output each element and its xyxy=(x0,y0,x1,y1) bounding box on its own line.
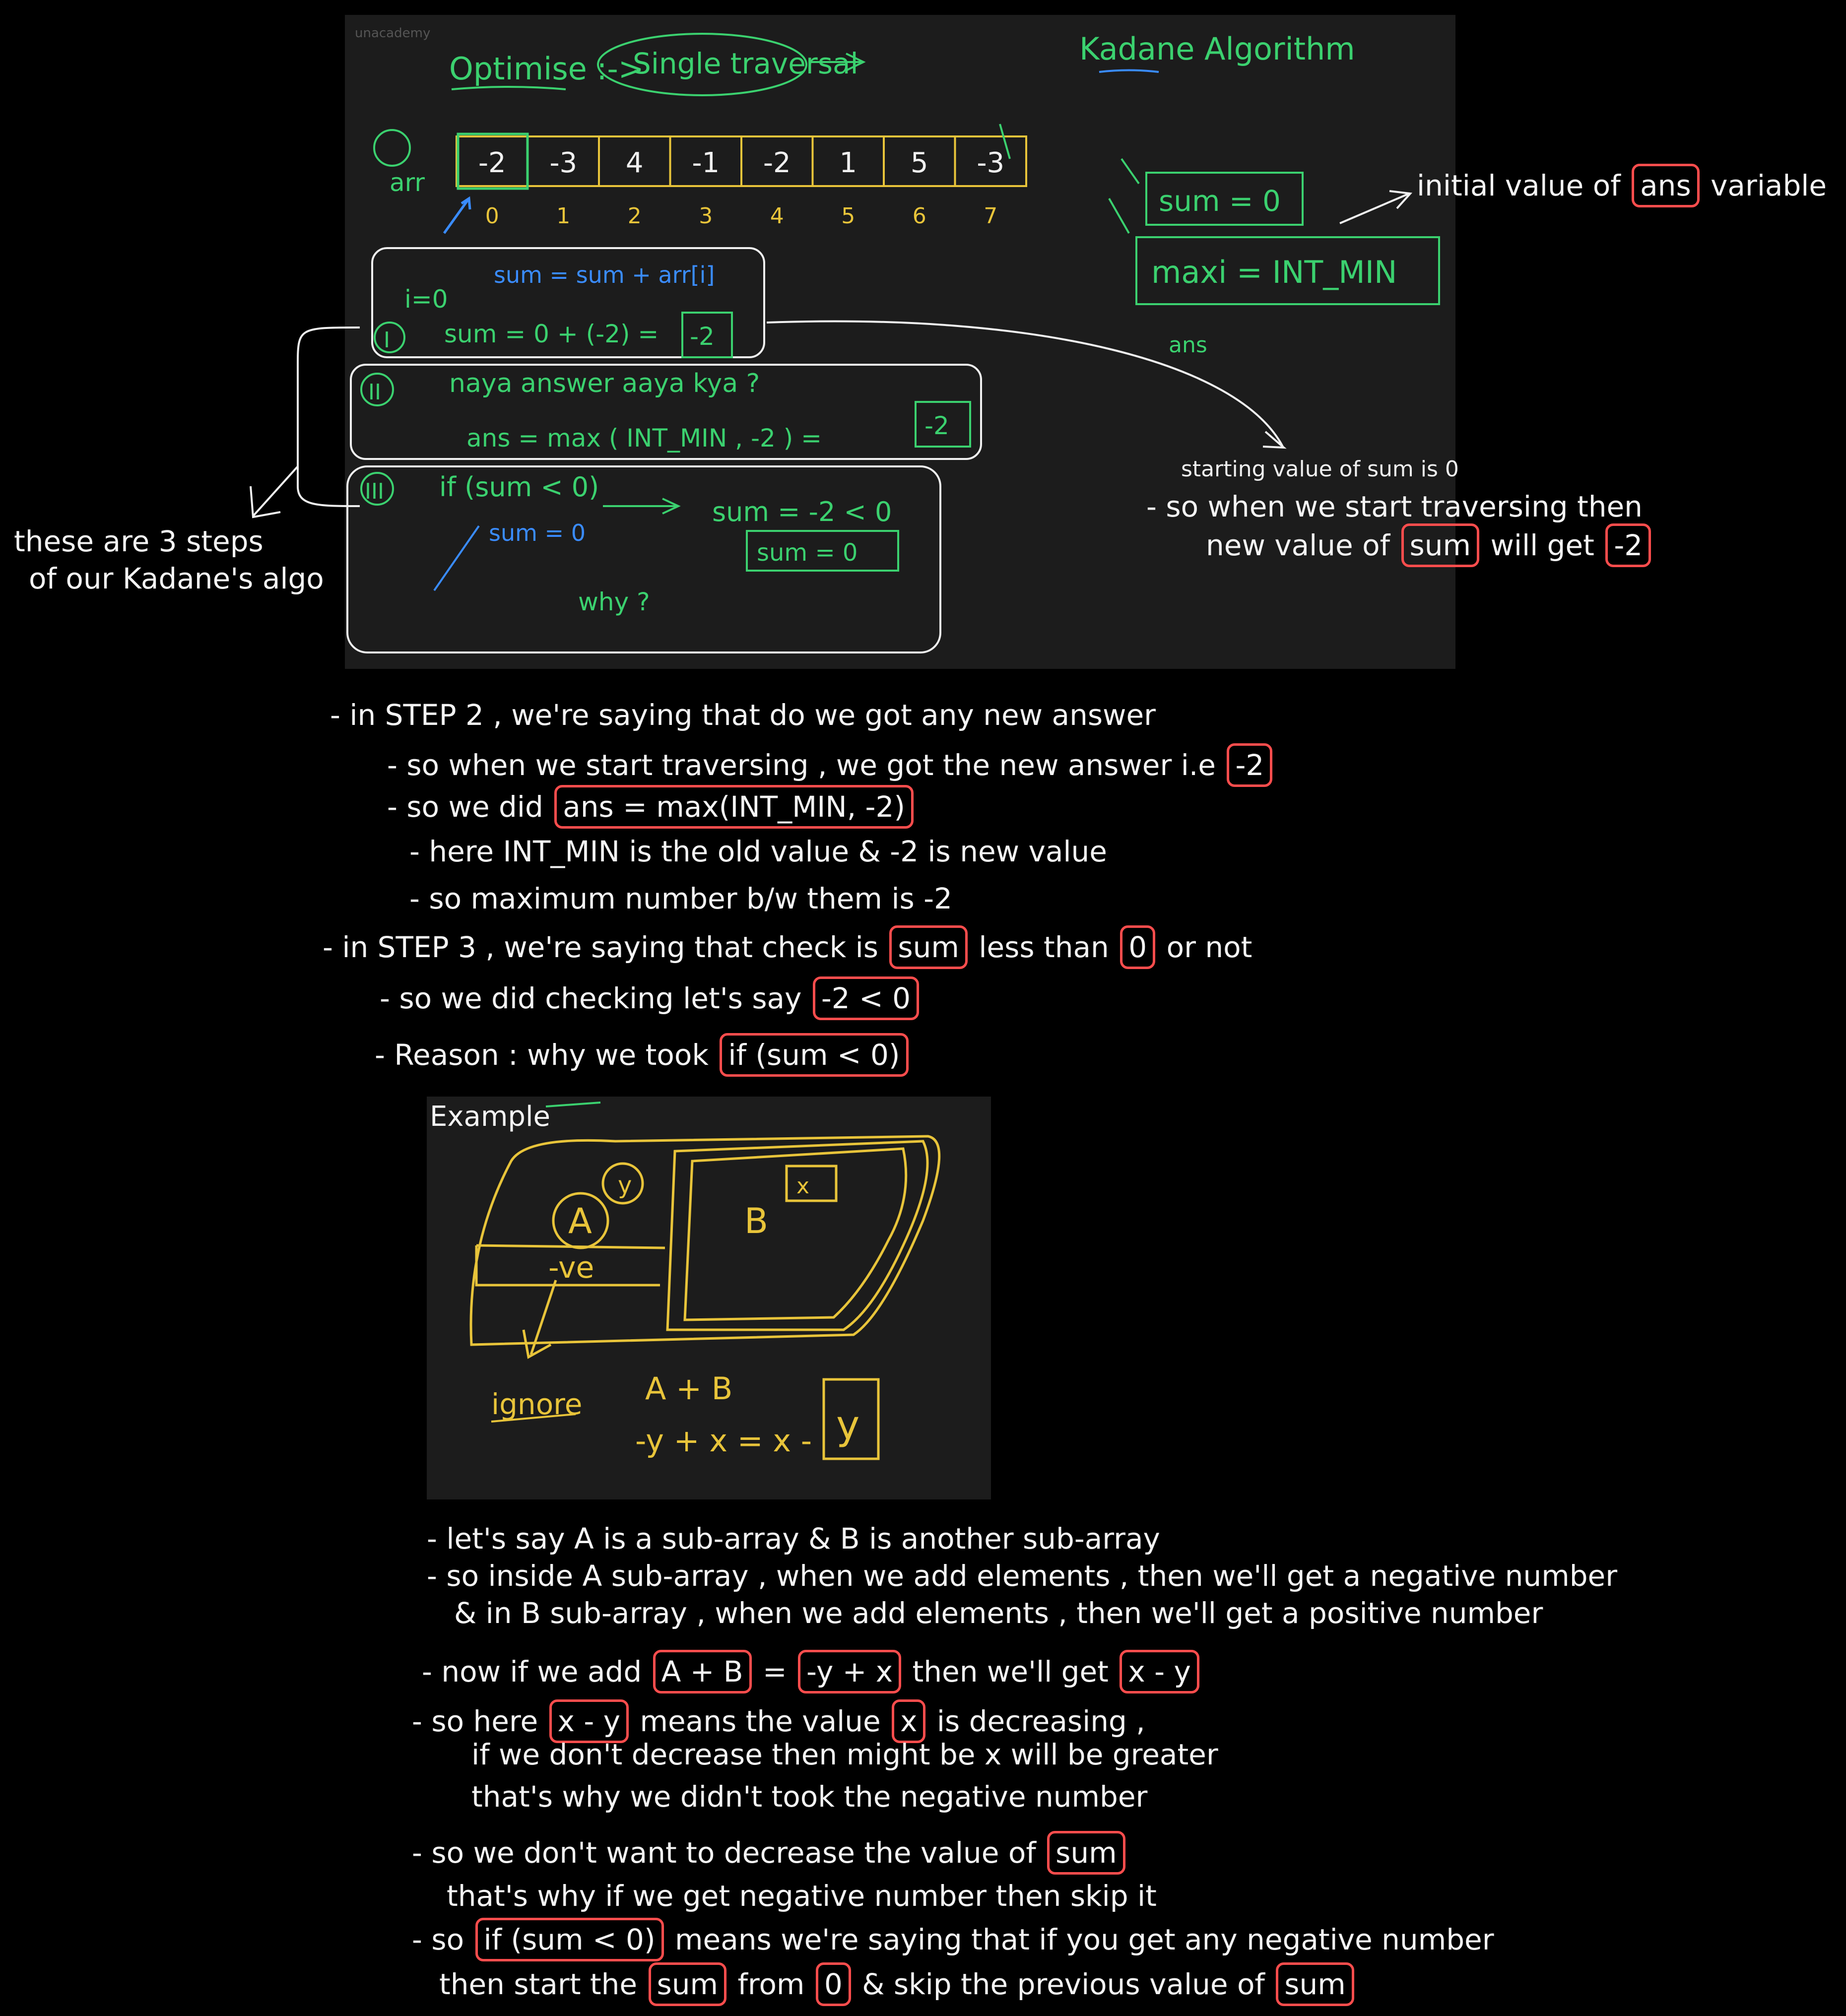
example-eq-box: y xyxy=(836,1402,859,1448)
example-whiteboard: Example A y B x -ve ignore A + B -y + x … xyxy=(427,1097,991,1499)
array-index: 2 xyxy=(628,203,642,229)
single-traversal-ellipse xyxy=(597,33,807,96)
example-B: B xyxy=(744,1201,768,1241)
title-optimise: Optimise :-> xyxy=(449,51,644,87)
array-index: 1 xyxy=(556,203,570,229)
explain-line7: that's why we didn't took the negative n… xyxy=(471,1780,1148,1814)
example-ignore: ignore xyxy=(491,1387,582,1421)
example-drawing: A y B x -ve ignore A + B -y + x = x - y xyxy=(469,1102,941,1460)
lecture-drawing: Optimise :-> Single traversal Kadane Alg… xyxy=(346,31,1440,653)
step2-note-c: - here INT_MIN is the old value & -2 is … xyxy=(409,835,1107,868)
maxi-init-box xyxy=(1135,236,1440,305)
step2-note-d: - so maximum number b/w them is -2 xyxy=(409,882,952,915)
step3-check: sum = -2 < 0 xyxy=(712,496,892,527)
step2-heading: - in STEP 2 , we're saying that do we go… xyxy=(330,698,1156,732)
sum-init-box xyxy=(1145,172,1304,226)
array-value: -3 xyxy=(977,147,1004,179)
three-steps-line1: these are 3 steps xyxy=(14,524,264,558)
maxi-init: maxi = INT_MIN xyxy=(1151,254,1397,290)
step3-assign: sum = 0 xyxy=(489,520,586,546)
watermark: unacademy xyxy=(355,26,431,41)
step2-calc: ans = max ( INT_MIN , -2 ) = xyxy=(466,424,822,453)
example-eq-left: -y + x = x - xyxy=(635,1423,812,1459)
lecture-whiteboard: unacademy Optimise :-> Single traversal … xyxy=(345,15,1455,669)
array-cells: -2 -3 4 -1 -2 1 5 -3 0 1 2 3 4 5 6 7 xyxy=(456,135,1027,229)
array-value: 1 xyxy=(839,147,857,179)
step3-cond: if (sum < 0) xyxy=(439,471,599,503)
array-cell xyxy=(954,135,1027,187)
step2-note-a: - so when we start traversing , we got t… xyxy=(387,743,1274,787)
array-index: 6 xyxy=(913,203,926,229)
explain-line11: then start the sum from 0 & skip the pre… xyxy=(439,1962,1356,2006)
array-index: 7 xyxy=(984,203,997,229)
title-single-traversal: Single traversal xyxy=(633,47,858,80)
step1-box xyxy=(371,247,765,358)
explain-line5: - so here x - y means the value x is dec… xyxy=(412,1699,1145,1743)
explain-line2: - so inside A sub-array , when we add el… xyxy=(427,1559,1618,1593)
starting-sum-note: starting value of sum is 0 xyxy=(1181,456,1459,482)
explain-line8: - so we don't want to decrease the value… xyxy=(412,1831,1127,1875)
step2-result: -2 xyxy=(924,411,949,440)
step2-note-b: - so we did ans = max(INT_MIN, -2) xyxy=(387,785,916,829)
example-neg: -ve xyxy=(548,1250,594,1285)
explain-line4: - now if we add A + B = -y + x then we'l… xyxy=(422,1650,1201,1693)
arr-label: arr xyxy=(390,168,425,197)
traverse-note-1: - so when we start traversing then xyxy=(1146,490,1643,523)
example-A: A xyxy=(568,1201,592,1241)
example-aplusb: A + B xyxy=(645,1370,732,1407)
example-label: Example xyxy=(430,1101,550,1133)
initial-ans-note: initial value of ans variable xyxy=(1417,164,1827,207)
array-value: 4 xyxy=(626,147,644,179)
step1-calc: sum = 0 + (-2) = xyxy=(444,320,659,348)
step3-note-b: - Reason : why we took if (sum < 0) xyxy=(375,1033,911,1077)
step1-i0: i=0 xyxy=(404,285,448,314)
step3-box xyxy=(346,465,941,653)
example-x: x xyxy=(796,1173,809,1199)
explain-line1: - let's say A is a sub-array & B is anot… xyxy=(427,1522,1160,1556)
explain-line9: that's why if we get negative number the… xyxy=(447,1879,1157,1913)
step3-num: III xyxy=(365,479,384,504)
array-value: -1 xyxy=(692,147,720,179)
initial-ans-arrow xyxy=(1339,190,1413,224)
explain-line3: & in B sub-array , when we add elements … xyxy=(454,1596,1543,1630)
steps-bracket xyxy=(250,326,360,519)
step2-num: II xyxy=(368,380,381,405)
step1-formula: sum = sum + arr[i] xyxy=(494,261,715,288)
array-index: 0 xyxy=(485,203,499,229)
sum-init: sum = 0 xyxy=(1159,184,1281,218)
array-value: -2 xyxy=(478,147,506,179)
three-steps-line2: of our Kadane's algo xyxy=(29,562,324,595)
array-index: 4 xyxy=(770,203,784,229)
current-cell-highlight xyxy=(457,132,529,190)
traverse-note-2: new value of sum will get -2 xyxy=(1206,523,1653,567)
array-value: 5 xyxy=(911,147,928,179)
step1-result: -2 xyxy=(690,322,715,351)
step3-note-a: - so we did checking let's say -2 < 0 xyxy=(380,976,921,1020)
step3-heading: - in STEP 3 , we're saying that check is… xyxy=(323,925,1252,969)
ans-label: ans xyxy=(1169,332,1207,358)
step2-text: naya answer aaya kya ? xyxy=(449,369,760,398)
explain-line6: if we don't decrease then might be x wil… xyxy=(471,1738,1218,1771)
step3-why: why ? xyxy=(578,587,650,616)
title-kadane: Kadane Algorithm xyxy=(1079,31,1355,67)
array-index: 3 xyxy=(699,203,713,229)
array-value: -2 xyxy=(763,147,791,179)
step3-boxed: sum = 0 xyxy=(757,539,857,567)
step2-box xyxy=(350,364,982,460)
array-value: -3 xyxy=(549,147,577,179)
explain-line10: - so if (sum < 0) means we're saying tha… xyxy=(412,1918,1494,1961)
example-y: y xyxy=(618,1171,632,1199)
array-index: 5 xyxy=(841,203,855,229)
step1-num: I xyxy=(384,327,390,353)
